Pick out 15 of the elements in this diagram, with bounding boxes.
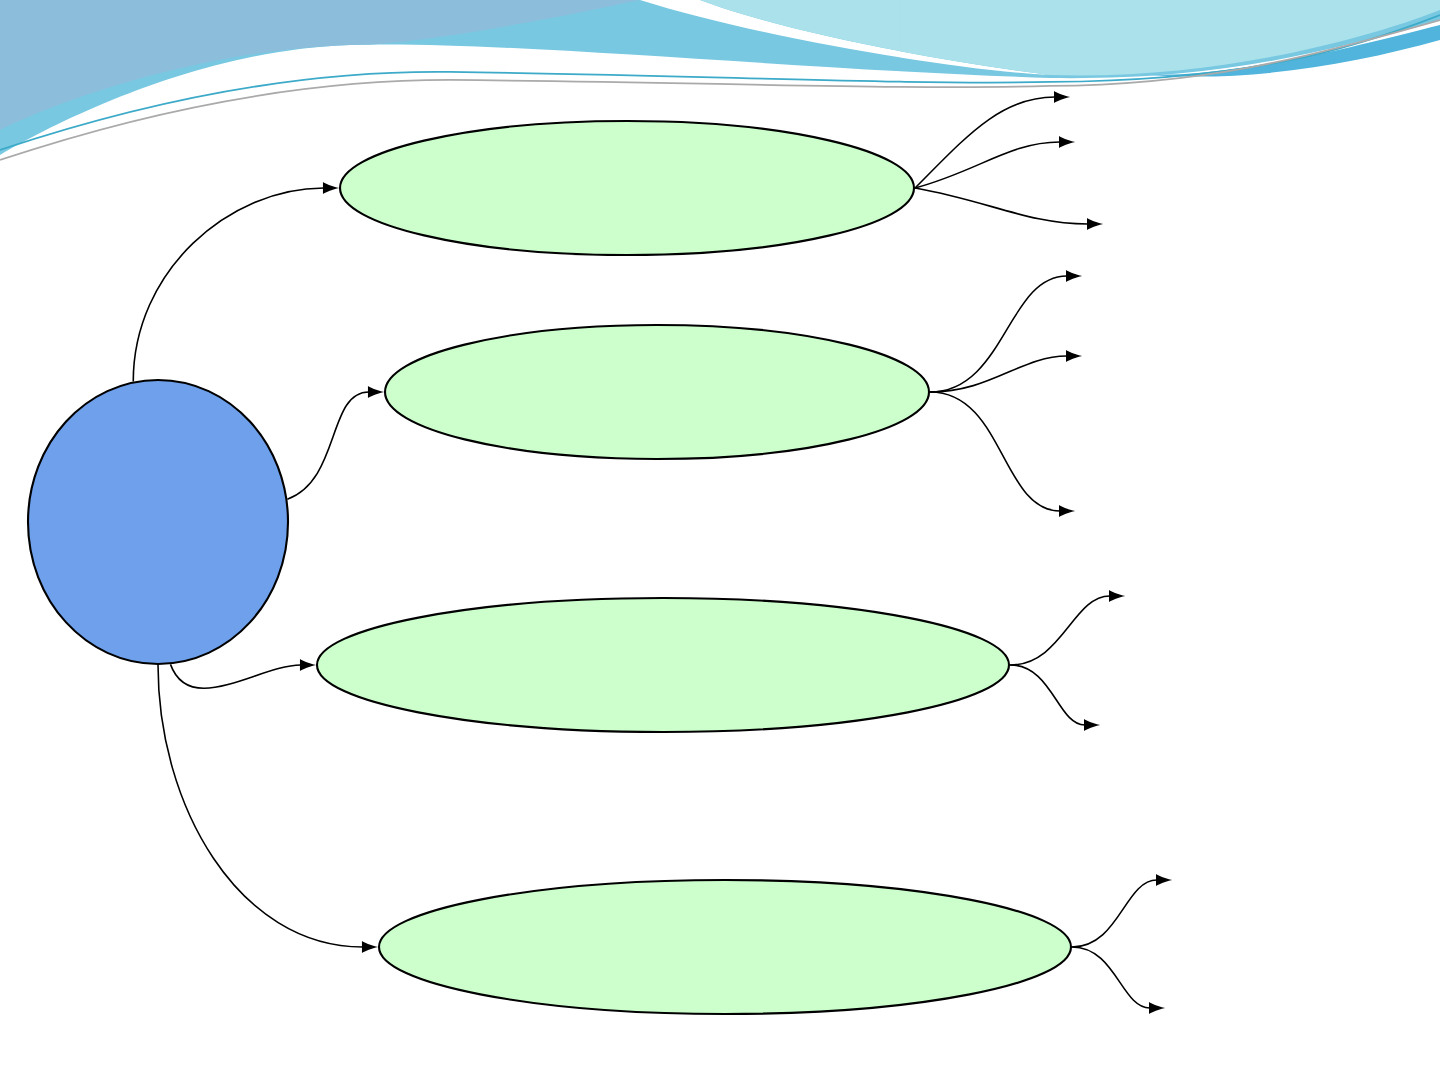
arrow — [929, 391, 1073, 517]
arrow — [132, 182, 337, 383]
circle-node — [26, 378, 290, 666]
arrow — [914, 91, 1068, 189]
ellipse-node — [377, 878, 1073, 1016]
arrow — [286, 386, 382, 500]
arrow — [1009, 664, 1098, 731]
arrow — [169, 659, 314, 690]
ellipse-node — [383, 323, 931, 461]
arrow — [1071, 946, 1163, 1014]
ellipse-node — [338, 119, 916, 257]
arrow — [157, 664, 376, 953]
ellipse-node — [315, 596, 1011, 734]
arrow — [914, 136, 1073, 189]
arrow — [914, 187, 1101, 230]
